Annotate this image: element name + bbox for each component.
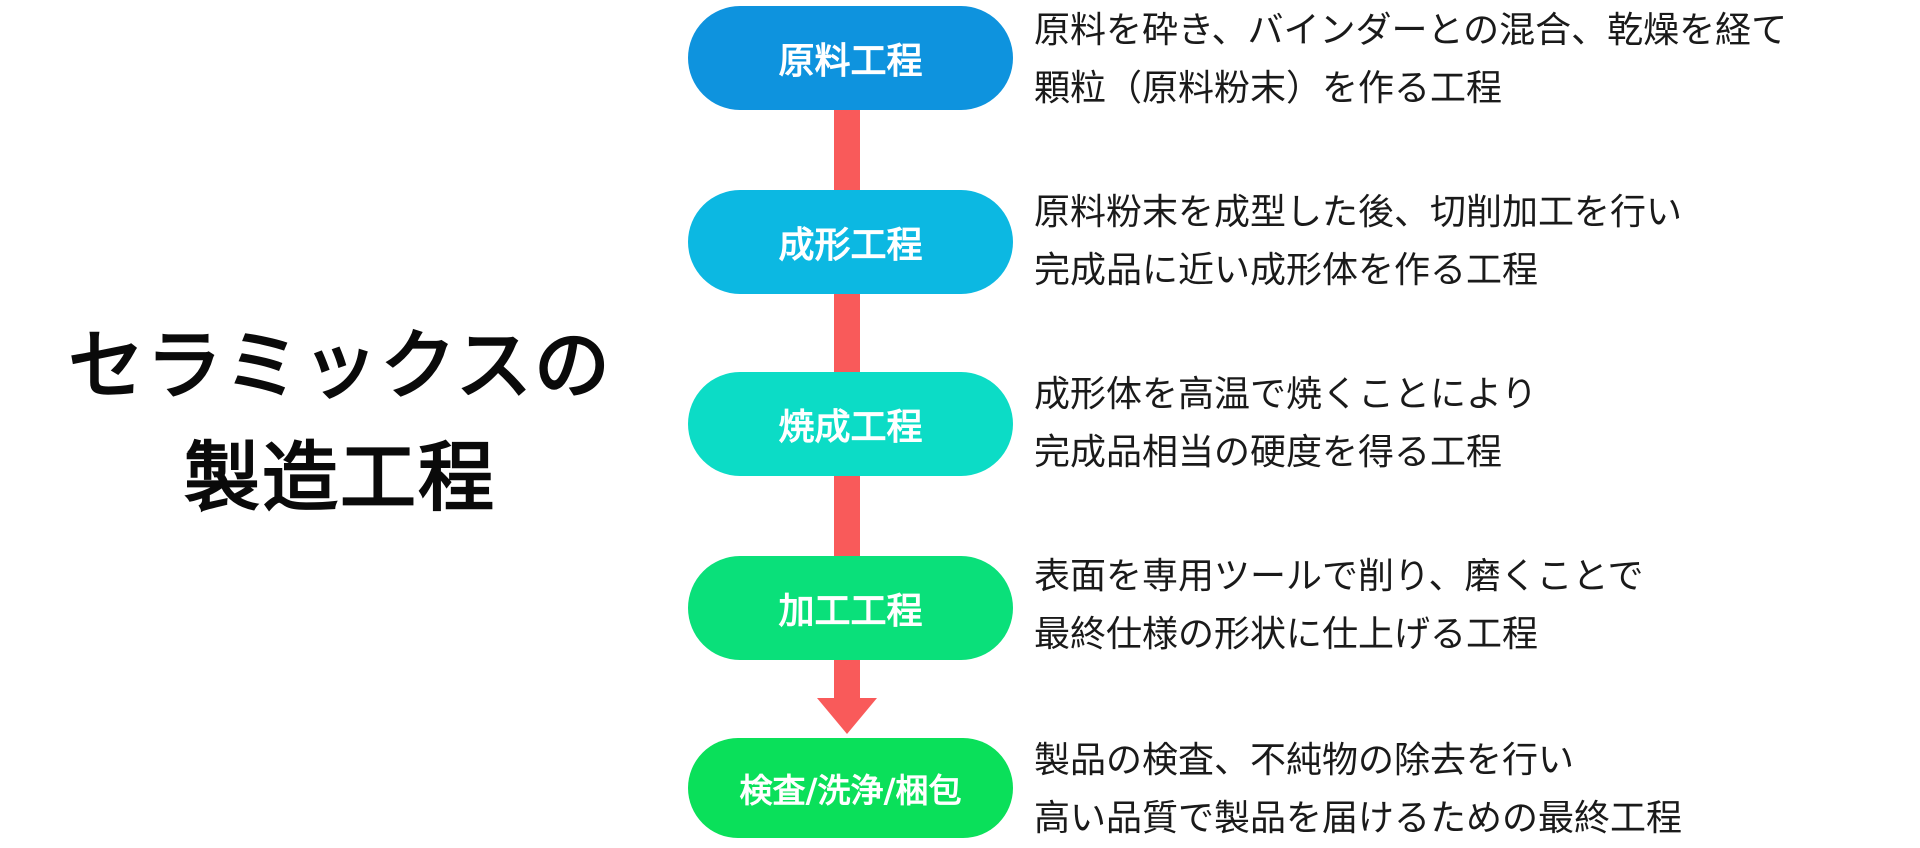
step-2-desc-line-1: 原料粉末を成型した後、切削加工を行い bbox=[1034, 192, 1683, 233]
connector-4 bbox=[834, 656, 860, 702]
title-line-1: セラミックスの bbox=[68, 321, 612, 410]
step-4-pill: 加工工程 bbox=[688, 556, 1013, 660]
step-2-pill: 成形工程 bbox=[688, 190, 1013, 294]
connector-1 bbox=[834, 106, 860, 192]
step-3-pill: 焼成工程 bbox=[688, 372, 1013, 476]
step-4-desc-line-2: 最終仕様の形状に仕上げる工程 bbox=[1034, 614, 1539, 655]
step-1-description: 原料を砕き、バインダーとの混合、乾燥を経て 顆粒（原料粉末）を作る工程 bbox=[1034, 2, 1914, 118]
step-3-desc-line-2: 完成品相当の硬度を得る工程 bbox=[1034, 432, 1503, 473]
step-4-description: 表面を専用ツールで削り、磨くことで 最終仕様の形状に仕上げる工程 bbox=[1034, 548, 1914, 664]
connector-3 bbox=[834, 474, 860, 558]
connector-2 bbox=[834, 290, 860, 376]
step-2-description: 原料粉末を成型した後、切削加工を行い 完成品に近い成形体を作る工程 bbox=[1034, 184, 1914, 300]
step-5-desc-line-2: 高い品質で製品を届けるための最終工程 bbox=[1034, 798, 1683, 839]
step-5-desc-line-1: 製品の検査、不純物の除去を行い bbox=[1034, 740, 1575, 781]
diagram-title: セラミックスの 製造工程 bbox=[40, 310, 640, 534]
step-2-desc-line-2: 完成品に近い成形体を作る工程 bbox=[1034, 250, 1539, 291]
step-1-pill: 原料工程 bbox=[688, 6, 1013, 110]
step-1-desc-line-2: 顆粒（原料粉末）を作る工程 bbox=[1034, 68, 1503, 109]
arrow-head bbox=[817, 698, 877, 734]
step-3-desc-line-1: 成形体を高温で焼くことにより bbox=[1034, 374, 1538, 415]
step-4-desc-line-1: 表面を専用ツールで削り、磨くことで bbox=[1034, 556, 1644, 597]
title-line-2: 製造工程 bbox=[184, 433, 496, 522]
step-5-description: 製品の検査、不純物の除去を行い 高い品質で製品を届けるための最終工程 bbox=[1034, 732, 1914, 848]
step-3-description: 成形体を高温で焼くことにより 完成品相当の硬度を得る工程 bbox=[1034, 366, 1914, 482]
step-5-pill: 検査/洗浄/梱包 bbox=[688, 738, 1013, 838]
step-1-desc-line-1: 原料を砕き、バインダーとの混合、乾燥を経て bbox=[1034, 10, 1788, 51]
